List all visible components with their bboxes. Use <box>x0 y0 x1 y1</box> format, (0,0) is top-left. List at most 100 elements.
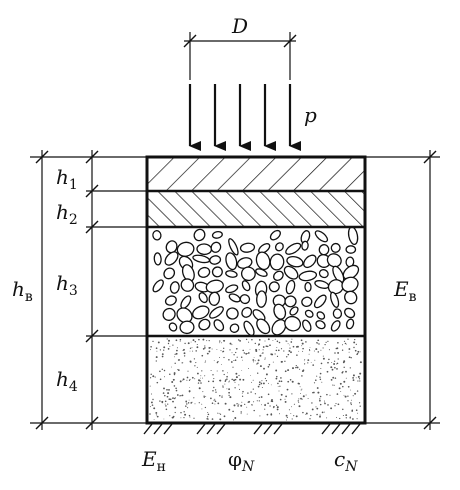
sand-grain <box>321 411 324 414</box>
gravel-stone <box>271 319 287 336</box>
sand-grain <box>228 388 231 391</box>
sand-grain <box>251 404 253 406</box>
gravel-stone <box>285 242 302 255</box>
gravel-stone <box>332 308 343 319</box>
sand-grain <box>173 356 175 358</box>
sand-grain <box>186 379 188 381</box>
sand-grain <box>309 350 311 352</box>
sand-grain <box>269 405 271 407</box>
sand-grain <box>171 366 172 368</box>
sand-grain <box>350 402 352 404</box>
sand-grain <box>188 399 190 401</box>
sand-grain <box>253 409 255 412</box>
sand-grain <box>313 391 315 394</box>
sand-grain <box>304 359 306 361</box>
sand-grain <box>201 408 203 410</box>
sand-grain <box>280 348 283 350</box>
sand-grain <box>176 347 178 349</box>
sand-grain <box>197 382 200 384</box>
sand-grain <box>277 386 279 387</box>
sand-grain <box>234 381 236 383</box>
sand-grain <box>245 352 248 355</box>
sand-grain <box>151 404 154 406</box>
gravel-stone <box>284 295 297 308</box>
sand-grain <box>258 400 260 402</box>
sand-grain <box>211 348 213 350</box>
sand-grain <box>334 377 337 379</box>
sand-grain <box>337 403 339 405</box>
sand-grain <box>265 345 268 347</box>
sand-grain <box>280 393 283 396</box>
sand-grain <box>317 391 320 394</box>
label-phi: φN <box>228 447 255 475</box>
sand-grain <box>240 411 242 413</box>
sand-grain <box>179 395 181 397</box>
sand-grain <box>210 369 212 372</box>
sand-grain <box>335 403 337 405</box>
sand-grain <box>350 399 352 401</box>
sand-grain <box>354 338 356 341</box>
sand-grain <box>302 347 304 350</box>
sand-grain <box>301 342 304 345</box>
sand-grain <box>152 340 154 343</box>
sand-grain <box>341 344 344 346</box>
sand-grain <box>196 343 198 346</box>
sand-grain <box>187 407 189 409</box>
sand-grain <box>163 387 165 390</box>
sand-grain <box>319 403 322 406</box>
sand-grain <box>319 372 322 375</box>
gravel-stone <box>313 294 327 309</box>
sand-grain <box>272 361 274 363</box>
sand-grain <box>260 382 263 385</box>
sand-grain <box>262 382 265 385</box>
gravel-stone <box>316 311 326 320</box>
sand-grain <box>154 376 156 378</box>
gravel-stone <box>162 307 176 321</box>
sand-grain <box>324 401 326 403</box>
gravel-stone <box>330 242 341 253</box>
gravel-stone <box>302 319 312 332</box>
sand-grain <box>297 400 299 402</box>
sand-grain <box>246 406 248 408</box>
sand-grain <box>233 359 235 362</box>
gravel-stone <box>316 254 331 268</box>
sand-grain <box>337 351 340 354</box>
sand-grain <box>243 352 245 354</box>
sand-grain <box>284 400 287 403</box>
sand-grain <box>196 346 199 349</box>
sand-grain <box>174 362 176 365</box>
sand-grain <box>264 408 266 410</box>
sand-grain <box>342 361 345 364</box>
sand-grain <box>357 412 359 414</box>
sand-grain <box>215 391 217 393</box>
sand-grain <box>302 350 304 352</box>
sand-grain <box>354 392 357 395</box>
sand-grain <box>211 402 214 404</box>
sand-grain <box>290 351 292 354</box>
gravel-stone <box>192 305 210 320</box>
gravel-stone <box>239 294 251 305</box>
sand-grain <box>349 389 351 391</box>
sand-grain <box>267 393 270 396</box>
sand-grain <box>149 385 151 387</box>
sand-grain <box>219 413 222 415</box>
sand-grain <box>183 411 185 413</box>
sand-grain <box>219 395 221 397</box>
gravel-stone <box>239 242 256 253</box>
sand-grain <box>184 413 187 416</box>
sand-grain <box>313 382 316 384</box>
sand-grain <box>155 360 157 362</box>
sand-grain <box>247 401 249 403</box>
sand-grain <box>173 372 176 375</box>
sand-grain <box>341 349 344 351</box>
sand-grain <box>246 413 248 415</box>
sand-grain <box>216 370 218 372</box>
sand-grain <box>246 353 248 355</box>
sand-grain <box>184 342 186 345</box>
sand-grain <box>265 380 268 382</box>
sand-grain <box>176 349 178 352</box>
sand-grain <box>252 361 254 363</box>
sand-grain <box>229 349 231 351</box>
sand-grain <box>291 393 293 395</box>
sand-grain <box>241 395 244 397</box>
